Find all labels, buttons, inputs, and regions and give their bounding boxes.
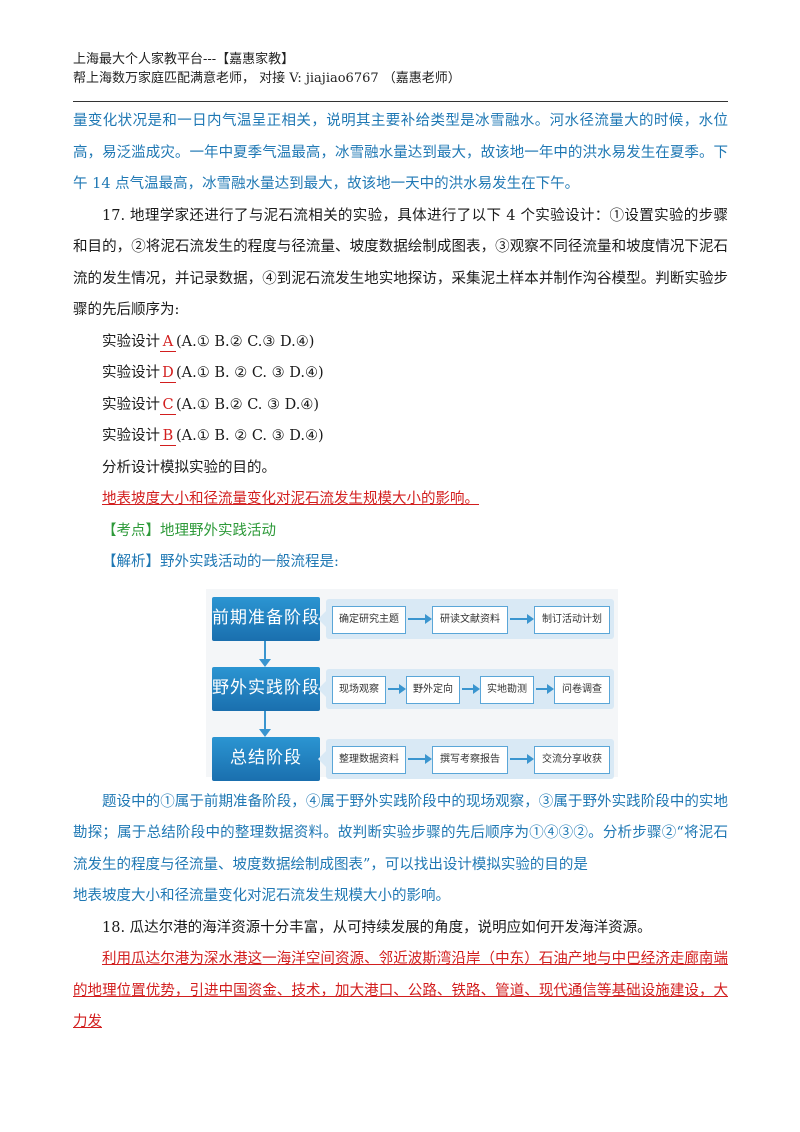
down-arrow-icon [259,728,271,737]
jiexi-tag: 【解析】 [102,554,160,570]
kaodian-tag: 【考点】 [102,522,160,539]
down-arrow-icon [259,658,271,667]
intro-explanation: 量变化状况是和一日内气温呈正相关，说明其主要补给类型是冰雪融水。河水径流量大的时… [73,113,728,192]
q17-row-label: 实验设计 [102,333,160,350]
q17-analysis-end: 地表坡度大小和径流量变化对泥石流发生规模大小的影响。 [73,888,450,904]
right-arrow-icon [536,683,554,694]
stage-prep: 前期准备阶段 [212,596,320,641]
header-divider [73,101,728,102]
stage-summary: 总结阶段 [212,736,320,781]
step-box: 野外定向 [406,675,460,704]
right-arrow-icon [510,753,534,764]
right-arrow-icon [388,683,406,694]
jiexi-text: 野外实践活动的一般流程是: [160,554,339,570]
q18-answer: 利用瓜达尔港为深水港这一海洋空间资源、邻近波斯湾沿岸（中东）石油产地与中巴经济走… [73,951,728,1030]
q17-question: 17. 地理学家还进行了与泥石流相关的实验，具体进行了以下 4 个实验设计：①设… [73,207,728,319]
right-arrow-icon [510,613,534,624]
header-line-2: 帮上海数万家庭匹配满意老师， 对接 V: jiajiao6767 （嘉惠老师） [73,71,461,86]
q17-answer-blank: B [160,427,176,446]
step-box: 确定研究主题 [332,605,406,634]
stage-field-steps: 现场观察 野外定向 实地勘测 问卷调查 [318,668,614,709]
kaodian-text: 地理野外实践活动 [160,522,276,539]
right-arrow-icon [462,683,480,694]
stage-connector [264,640,266,661]
step-box: 制订活动计划 [534,605,610,634]
q17-row-options: (A.① B. ② C. ③ D.④) [176,365,324,381]
stage-prep-steps: 确定研究主题 研读文献资料 制订活动计划 [318,598,614,639]
q17-row-label: 实验设计 [102,428,160,444]
jiexi-line: 【解析】野外实践活动的一般流程是: [73,547,728,579]
kaodian-line: 【考点】地理野外实践活动 [73,516,728,548]
step-box: 实地勘测 [480,675,534,704]
stage-summary-steps: 整理数据资料 撰写考察报告 交流分享收获 [318,738,614,779]
q17-row-label: 实验设计 [102,396,160,413]
step-box: 问卷调查 [554,675,610,704]
q17-row-label: 实验设计 [102,365,160,381]
stage-connector [264,710,266,731]
q17-row-options: (A.① B.② C.③ D.④) [176,333,315,350]
page-content: 量变化状况是和一日内气温呈正相关，说明其主要补给类型是冰雪融水。河水径流量大的时… [73,106,728,1039]
page-header: 上海最大个人家教平台---【嘉惠家教】 帮上海数万家庭匹配满意老师， 对接 V:… [73,50,728,88]
q17-sub-question: 分析设计模拟实验的目的。 [102,459,276,476]
q17-row-options: (A.① B.② C. ③ D.④) [176,396,319,413]
q17-answer-blank: C [160,396,176,415]
stage-field: 野外实践阶段 [212,666,320,711]
q17-answer-blank: D [160,364,176,383]
step-box: 整理数据资料 [332,745,406,774]
q18-question: 18. 瓜达尔港的海洋资源十分丰富，从可持续发展的角度，说明应如何开发海洋资源。 [102,919,652,936]
step-box: 现场观察 [332,675,386,704]
q17-answer-blank: A [160,333,176,352]
right-arrow-icon [408,753,432,764]
step-box: 撰写考察报告 [432,745,508,774]
step-box: 交流分享收获 [534,745,610,774]
right-arrow-icon [408,613,432,624]
q17-row-options: (A.① B. ② C. ③ D.④) [176,428,324,444]
header-line-1: 上海最大个人家教平台---【嘉惠家教】 [73,52,295,67]
step-box: 研读文献资料 [432,605,508,634]
q17-analysis: 题设中的①属于前期准备阶段，④属于野外实践阶段中的现场观察，③属于野外实践阶段中… [73,793,728,873]
field-practice-flowchart: 前期准备阶段 野外实践阶段 总结阶段 确定研究主题 研读文献资料 制订活动计划 … [206,588,618,781]
q17-answer: 地表坡度大小和径流量变化对泥石流发生规模大小的影响。 [102,491,479,507]
